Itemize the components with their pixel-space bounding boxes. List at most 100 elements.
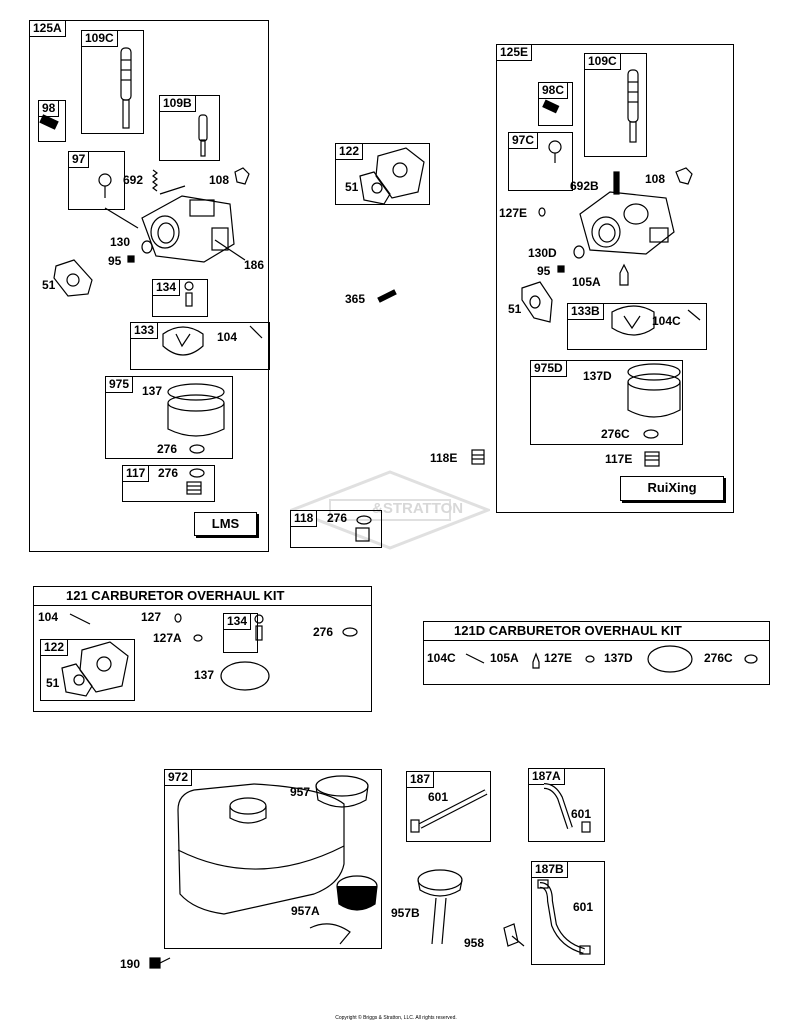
- part-tag-187b: 187B: [531, 861, 568, 878]
- watermark-text: &STRATTON: [372, 500, 464, 517]
- part-box-975[interactable]: 975: [105, 376, 233, 459]
- part-box-109c[interactable]: 109C: [81, 30, 144, 134]
- part-tag-975d: 975D: [530, 360, 567, 377]
- part-tag-122-kit: 122: [40, 639, 69, 656]
- label-104c: 104C: [652, 314, 681, 328]
- part-tag-134: 134: [152, 279, 181, 296]
- part-box-134[interactable]: 134: [152, 279, 208, 317]
- part-box-117[interactable]: 117: [122, 465, 215, 502]
- label-95: 95: [108, 254, 122, 268]
- part-tag-118: 118: [290, 510, 318, 527]
- label-137: 137: [142, 384, 163, 398]
- part-tag-122: 122: [335, 143, 364, 160]
- part-box-134-kit[interactable]: 134: [223, 613, 258, 653]
- part-box-97[interactable]: 97: [68, 151, 125, 210]
- label-692: 692: [123, 173, 144, 187]
- kit-header: [34, 587, 371, 606]
- kit-title-121d: 121D CARBURETOR OVERHAUL KIT: [454, 623, 682, 638]
- label-958: 958: [464, 936, 485, 950]
- part-box-118[interactable]: 118: [290, 510, 382, 548]
- label-276-kit: 276: [313, 625, 334, 639]
- label-276-mid: 276: [327, 511, 348, 525]
- label-601-c: 601: [573, 900, 594, 914]
- label-601-b: 601: [571, 807, 592, 821]
- label-51-r: 51: [508, 302, 522, 316]
- part-tag-133: 133: [130, 322, 159, 339]
- label-365: 365: [345, 292, 366, 306]
- label-104c-kit: 104C: [427, 651, 456, 665]
- label-276-a: 276: [157, 442, 178, 456]
- part-tag-187: 187: [406, 771, 435, 788]
- part-tag-98c: 98C: [538, 82, 569, 99]
- label-104-kit: 104: [38, 610, 59, 624]
- label-51-mid: 51: [345, 180, 359, 194]
- part-tag-975: 975: [105, 376, 134, 393]
- label-957b: 957B: [391, 906, 420, 920]
- part-tag-134-kit: 134: [223, 613, 252, 630]
- label-117e: 117E: [605, 452, 633, 466]
- label-104: 104: [217, 330, 238, 344]
- label-137d-kit: 137D: [604, 651, 633, 665]
- label-137d: 137D: [583, 369, 612, 383]
- kit-title: 121 CARBURETOR OVERHAUL KIT: [66, 588, 285, 603]
- label-108: 108: [209, 173, 230, 187]
- part-box-122[interactable]: 122: [335, 143, 430, 205]
- kit-header-121d: [424, 622, 769, 641]
- ruixing-carburetor-group: 125E 109C 98C 97C 133B 975D RuiXing: [496, 44, 734, 513]
- label-127e-kit: 127E: [544, 651, 573, 665]
- label-118e: 118E: [430, 451, 458, 465]
- lms-carburetor-group: 125A 109C 98 109B 97 134 133 975 117 LMS: [29, 20, 270, 552]
- part-box-975d[interactable]: 975D: [530, 360, 683, 445]
- label-137-kit: 137: [194, 668, 215, 682]
- label-95-r: 95: [537, 264, 551, 278]
- label-276c: 276C: [601, 427, 630, 441]
- label-108-r: 108: [645, 172, 666, 186]
- part-box-133b[interactable]: 133B: [567, 303, 707, 350]
- overhaul-kit-121d: 121D CARBURETOR OVERHAUL KIT: [423, 621, 770, 685]
- part-box-98c[interactable]: 98C: [538, 82, 573, 126]
- variant-name-lms: LMS: [194, 512, 257, 536]
- group-tag-125e: 125E: [496, 44, 533, 61]
- variant-name-ruixing: RuiXing: [620, 476, 724, 501]
- group-tag-125a: 125A: [29, 20, 66, 37]
- label-957: 957: [290, 785, 311, 799]
- label-692b: 692B: [570, 179, 599, 193]
- label-186: 186: [244, 258, 265, 272]
- part-box-97c[interactable]: 97C: [508, 132, 573, 191]
- part-box-98[interactable]: 98: [38, 100, 66, 142]
- label-127-kit: 127: [141, 610, 162, 624]
- part-tag-117: 117: [122, 465, 150, 482]
- part-box-187b[interactable]: 187B: [531, 861, 605, 965]
- part-box-972[interactable]: 972: [164, 769, 382, 949]
- part-tag-109b: 109B: [159, 95, 196, 112]
- part-tag-972: 972: [164, 769, 193, 786]
- label-130: 130: [110, 235, 131, 249]
- part-tag-97c: 97C: [508, 132, 539, 149]
- label-190: 190: [120, 957, 141, 971]
- part-tag-98: 98: [38, 100, 60, 117]
- part-box-122-kit[interactable]: 122: [40, 639, 135, 701]
- part-tag-97: 97: [68, 151, 90, 168]
- label-130d: 130D: [528, 246, 557, 260]
- part-box-187a[interactable]: 187A: [528, 768, 605, 842]
- part-box-109c-r[interactable]: 109C: [584, 53, 647, 157]
- part-box-187[interactable]: 187: [406, 771, 491, 842]
- overhaul-kit-121: 121 CARBURETOR OVERHAUL KIT 134 122: [33, 586, 372, 712]
- label-127e: 127E: [499, 206, 528, 220]
- label-51-kit: 51: [46, 676, 60, 690]
- label-276-b: 276: [158, 466, 179, 480]
- copyright-notice: Copyright © Briggs & Stratton, LLC. All …: [335, 1015, 457, 1021]
- label-51: 51: [42, 278, 56, 292]
- label-127a-kit: 127A: [153, 631, 182, 645]
- part-tag-109c: 109C: [81, 30, 118, 47]
- label-276c-kit: 276C: [704, 651, 733, 665]
- part-box-133[interactable]: 133: [130, 322, 270, 370]
- label-105a: 105A: [572, 275, 601, 289]
- part-box-109b[interactable]: 109B: [159, 95, 220, 161]
